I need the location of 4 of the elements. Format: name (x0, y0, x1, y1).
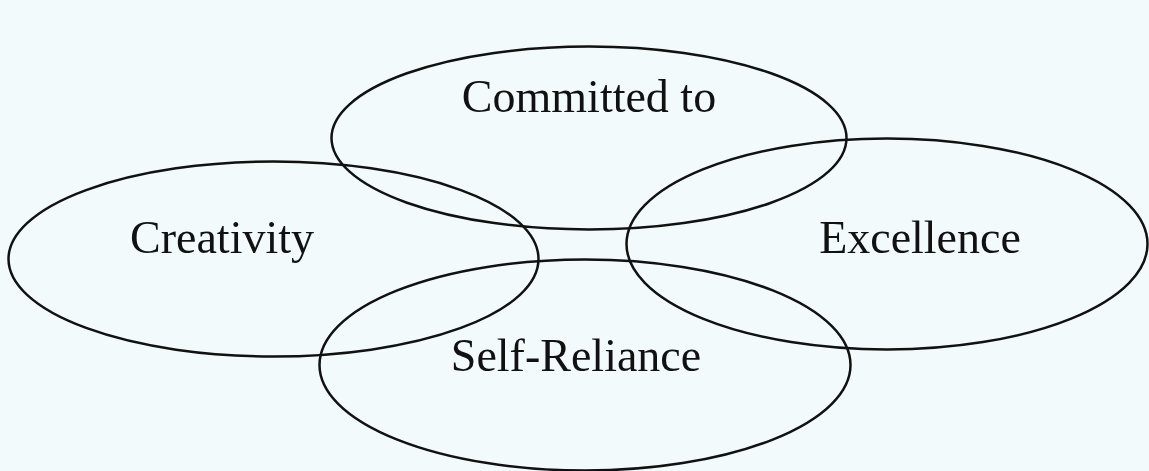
ellipse-label: Self-Reliance (450, 330, 702, 382)
ellipse-label: Excellence (819, 212, 1021, 264)
ellipse-label: Committed to (461, 71, 717, 123)
ellipse-label: Creativity (130, 212, 314, 264)
